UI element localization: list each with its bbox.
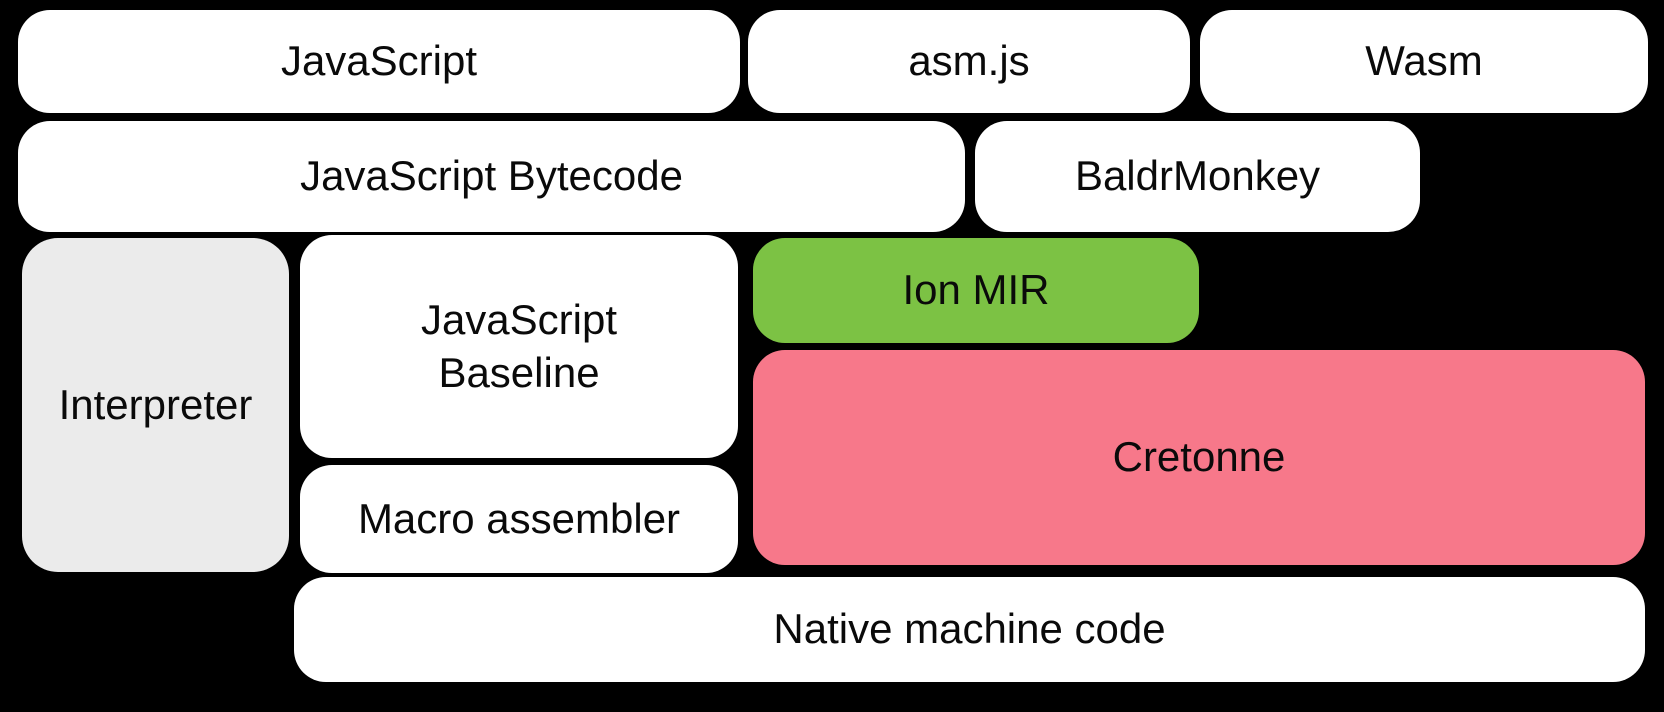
- node-interpreter-label: Interpreter: [58, 380, 253, 428]
- node-native-machine-code: Native machine code: [294, 577, 1645, 682]
- node-interpreter: Interpreter: [22, 238, 289, 572]
- node-javascript-label: JavaScript: [280, 37, 478, 85]
- node-macro-assembler-label: Macro assembler: [357, 494, 681, 542]
- node-baldrmonkey-label: BaldrMonkey: [1074, 152, 1321, 200]
- node-macro-assembler: Macro assembler: [300, 465, 738, 573]
- node-cretonne: Cretonne: [753, 350, 1645, 565]
- node-asmjs-label: asm.js: [908, 37, 1030, 85]
- node-wasm-label: Wasm: [1365, 37, 1483, 85]
- node-wasm: Wasm: [1200, 10, 1648, 113]
- node-javascript-baseline: JavaScript Baseline: [300, 235, 738, 458]
- node-ion-mir: Ion MIR: [753, 238, 1199, 343]
- node-javascript-bytecode: JavaScript Bytecode: [18, 121, 965, 232]
- node-javascript: JavaScript: [18, 10, 740, 113]
- node-cretonne-label: Cretonne: [1112, 433, 1286, 481]
- node-javascript-baseline-label: JavaScript Baseline: [420, 296, 618, 396]
- node-baldrmonkey: BaldrMonkey: [975, 121, 1420, 232]
- node-javascript-bytecode-label: JavaScript Bytecode: [300, 152, 683, 200]
- node-native-machine-code-label: Native machine code: [773, 605, 1166, 653]
- node-ion-mir-label: Ion MIR: [902, 266, 1050, 314]
- node-asmjs: asm.js: [748, 10, 1190, 113]
